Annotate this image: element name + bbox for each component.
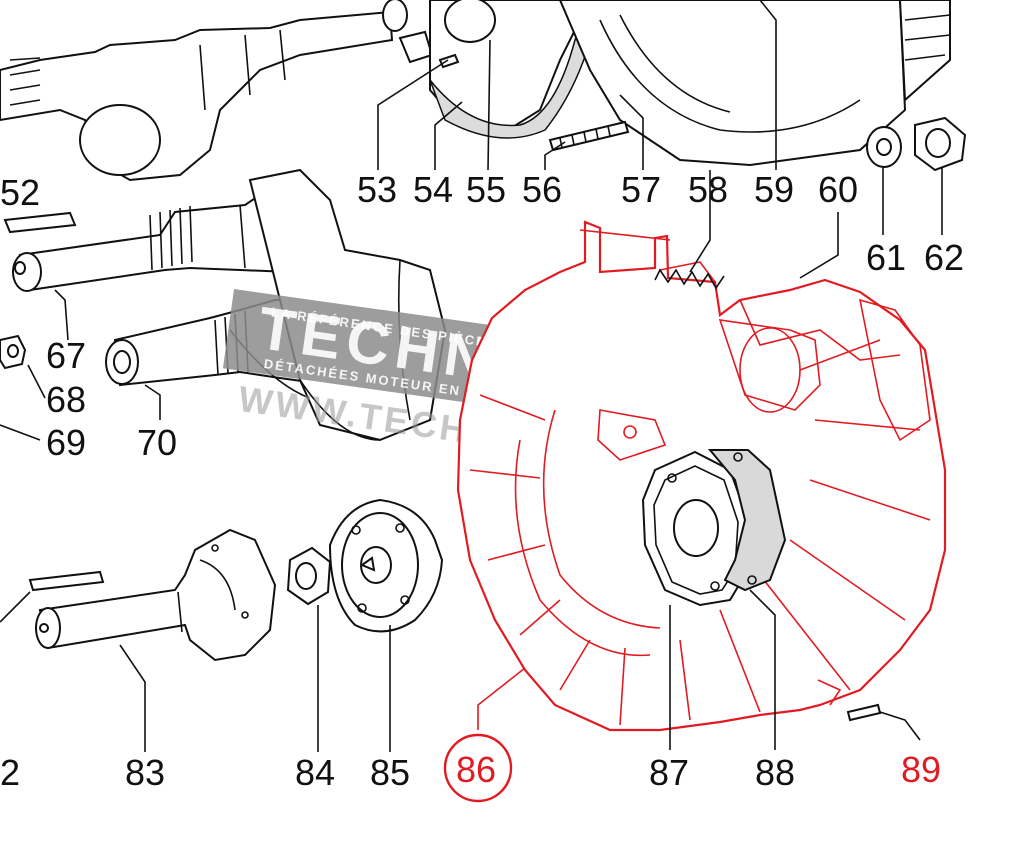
pin-89 bbox=[846, 703, 882, 722]
part-number-labels: 52 53 54 55 56 57 58 59 60 61 62 67 68 6… bbox=[0, 169, 964, 803]
label-70: 70 bbox=[137, 422, 177, 463]
top-leaders bbox=[377, 0, 777, 171]
key-52-bottom bbox=[28, 570, 105, 592]
label-60: 60 bbox=[818, 169, 858, 210]
label-86: 86 bbox=[456, 749, 496, 790]
label-52-bottom: 52 bbox=[0, 752, 20, 793]
label-61: 61 bbox=[866, 237, 906, 278]
label-52-top: 52 bbox=[0, 172, 40, 213]
label-83: 83 bbox=[125, 752, 165, 793]
label-69: 69 bbox=[46, 422, 86, 463]
label-84: 84 bbox=[295, 752, 335, 793]
housing-gear-teeth bbox=[654, 268, 725, 290]
nut-84 bbox=[286, 546, 332, 606]
shaft-83 bbox=[35, 528, 277, 662]
label-56: 56 bbox=[522, 169, 562, 210]
cover-plate-87 bbox=[641, 450, 750, 607]
label-68: 68 bbox=[46, 379, 86, 420]
label-59: 59 bbox=[754, 169, 794, 210]
crankshaft-top bbox=[0, 0, 434, 182]
label-55: 55 bbox=[466, 169, 506, 210]
label-62: 62 bbox=[924, 237, 964, 278]
label-86-circle bbox=[443, 733, 513, 803]
gasket-88 bbox=[707, 449, 787, 592]
label-58: 58 bbox=[688, 169, 728, 210]
label-88: 88 bbox=[755, 752, 795, 793]
washer-61 bbox=[866, 126, 902, 168]
label-85: 85 bbox=[370, 752, 410, 793]
label-89: 89 bbox=[901, 749, 941, 790]
right-leaders bbox=[477, 167, 943, 750]
nut-68 bbox=[0, 334, 27, 370]
middle-leaders bbox=[0, 289, 161, 441]
flywheel-top bbox=[429, 0, 951, 167]
nut-62 bbox=[914, 116, 967, 172]
label-67: 67 bbox=[46, 335, 86, 376]
label-57: 57 bbox=[621, 169, 661, 210]
label-54: 54 bbox=[413, 169, 453, 210]
label-87: 87 bbox=[649, 752, 689, 793]
bottom-leaders bbox=[0, 591, 391, 752]
label-53: 53 bbox=[357, 169, 397, 210]
flange-85 bbox=[328, 498, 444, 633]
key-52-top bbox=[3, 211, 77, 234]
